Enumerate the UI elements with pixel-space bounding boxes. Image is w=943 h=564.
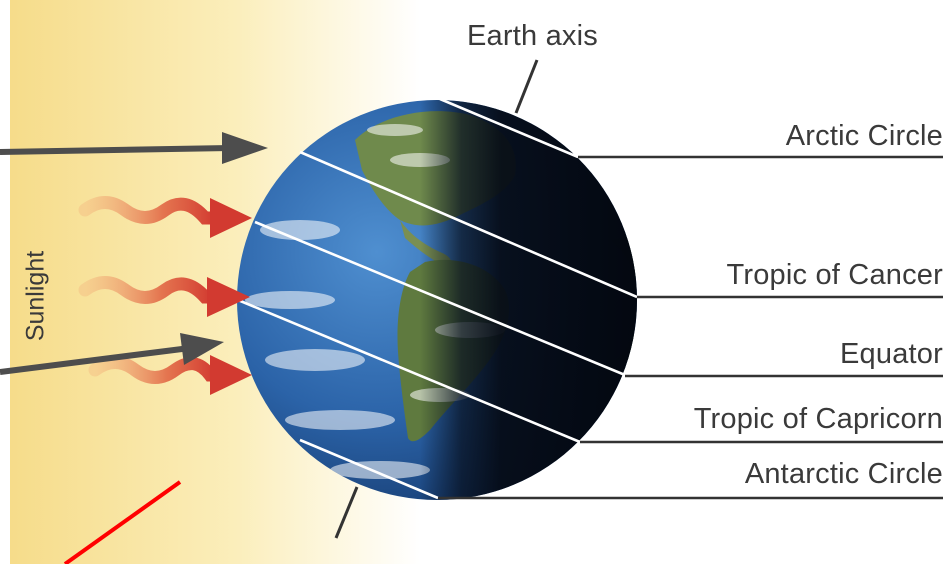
antarctic-circle-line bbox=[299, 438, 439, 500]
tropic-of-capricorn-label: Tropic of Capricorn bbox=[693, 403, 943, 435]
latitude-lines bbox=[237, 97, 638, 500]
leader-lines bbox=[438, 155, 943, 500]
heat-arrow bbox=[78, 196, 252, 238]
latitude-line-north-sun bbox=[254, 220, 626, 377]
antarctic-circle-label: Antarctic Circle bbox=[744, 458, 943, 490]
red-marker-line bbox=[63, 480, 182, 564]
sunlight-arrows bbox=[0, 132, 268, 375]
earth-axis-label: Earth axis bbox=[467, 20, 598, 52]
equator-label: Equator bbox=[840, 338, 943, 370]
night-side-shadow bbox=[420, 100, 637, 500]
arctic-circle-label: Arctic Circle bbox=[785, 120, 943, 152]
tropic-of-cancer-line bbox=[299, 150, 638, 299]
heat-arrows bbox=[78, 196, 252, 395]
heat-arrow bbox=[78, 276, 250, 317]
arctic-circle-line bbox=[439, 97, 579, 159]
sunlight-arrow bbox=[0, 333, 224, 375]
cloud-cover bbox=[245, 124, 505, 479]
sunlight-label: Sunlight bbox=[21, 250, 50, 342]
equator-line bbox=[237, 298, 581, 444]
earth-axis-bottom-line bbox=[334, 486, 359, 539]
tropic-of-cancer-label: Tropic of Cancer bbox=[726, 259, 943, 291]
earth-axis-top-line bbox=[514, 59, 539, 114]
sunlight-arrow bbox=[0, 132, 268, 164]
heat-arrow bbox=[88, 355, 252, 395]
